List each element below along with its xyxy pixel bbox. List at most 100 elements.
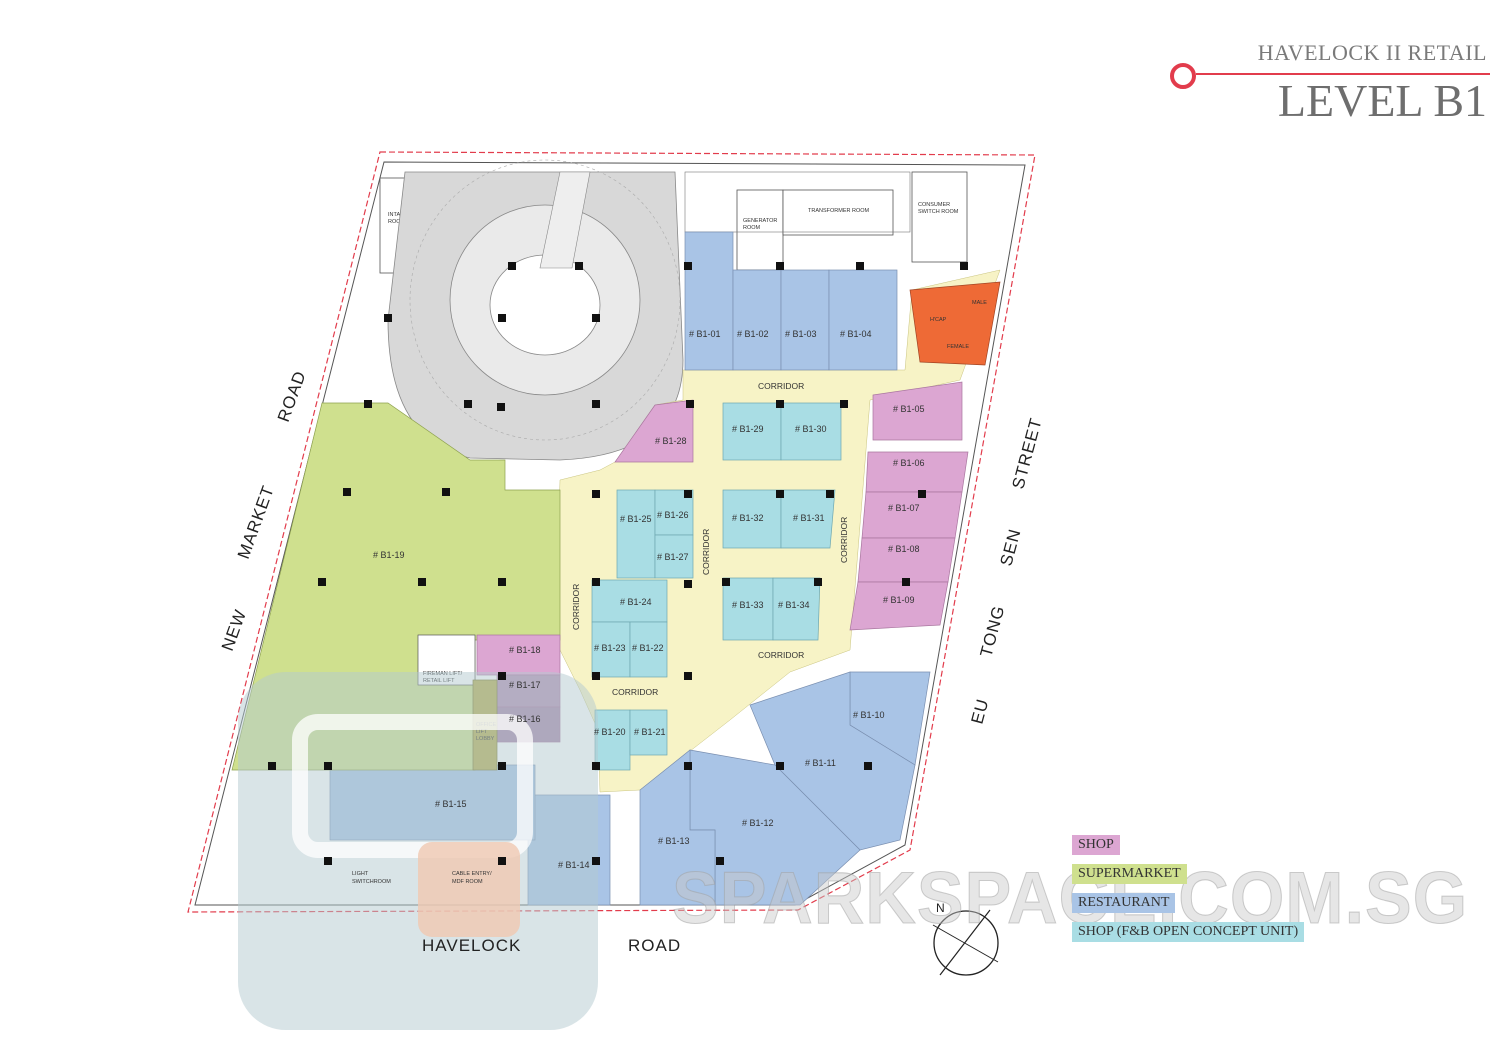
legend-fnb-open-concept: SHOP (F&B OPEN CONCEPT UNIT) [1072,922,1305,942]
unit-b1-25 [616,489,656,579]
unit-b1-24 [591,579,668,623]
street-eu: EU [968,696,993,726]
unit-b1-05 [872,381,963,441]
car-park-ramp [387,159,684,461]
unit-b1-09 [849,581,949,631]
unit-b1-23 [591,621,631,678]
male-toilet-label: MALE [972,300,987,306]
light-switchroom-label: LIGHT [352,871,369,877]
corridor-label-middle: CORRIDOR [758,650,804,660]
unit-b1-33 [722,577,774,641]
unit-label-b1-17: # B1-17 [509,680,541,690]
unit-b1-27 [654,534,694,579]
unit-b1-18 [476,634,561,676]
unit-label-b1-24: # B1-24 [620,597,652,607]
unit-b1-21 [629,709,668,756]
unit-b1-34 [772,577,821,641]
street-market: MARKET [234,483,278,562]
watermark: SPARKSPACE.COM.SG [671,857,1469,940]
unit-label-b1-23: # B1-23 [594,643,626,653]
unit-b1-20 [594,709,631,771]
compass-rose: N [932,901,999,976]
unit-label-b1-26: # B1-26 [657,510,689,520]
unit-label-b1-03: # B1-03 [785,329,817,339]
unit-label-b1-02: # B1-02 [737,329,769,339]
consumer-label: CONSUMER [918,202,950,208]
unit-label-b1-06: # B1-06 [893,458,925,468]
street-havelock: HAVELOCK [422,936,521,955]
light-switchroom-label-2: SWITCHROOM [352,879,391,885]
consumer-label-2: SWITCH ROOM [918,209,959,215]
unit-b1-01 [684,231,734,371]
unit-label-b1-34: # B1-34 [778,600,810,610]
unit-b1-32 [722,489,782,549]
service-area [684,171,911,233]
highlight-route [292,714,533,858]
unit-b1-28 [614,399,694,463]
cable-entry-label: CABLE ENTRY/ [452,871,492,877]
unit-b1-22 [629,621,668,678]
unit-label-b1-04: # B1-04 [840,329,872,339]
unit-label-b1-27: # B1-27 [657,552,689,562]
unit-label-b1-12: # B1-12 [742,818,774,828]
corridor-label-top: CORRIDOR [758,381,804,391]
unit-label-b1-01: # B1-01 [689,329,721,339]
corridor-label-bottom: CORRIDOR [612,687,658,697]
legend: SHOP SUPERMARKET RESTAURANT SHOP (F&B OP… [1072,835,1305,951]
unit-label-b1-33: # B1-33 [732,600,764,610]
unit-label-b1-21: # B1-21 [634,727,666,737]
transformer-label: TRANSFORMER ROOM [808,208,870,214]
unit-b1-03 [780,269,830,371]
unit-label-b1-14: # B1-14 [558,860,590,870]
unit-label-b1-07: # B1-07 [888,503,920,513]
generator-label-2: ROOM [743,225,761,231]
unit-b1-30 [780,402,842,461]
unit-b1-29 [722,402,782,461]
unit-label-b1-25: # B1-25 [620,514,652,524]
unit-b1-13 [639,749,716,906]
corridor-label-center: CORRIDOR [701,529,711,575]
consumer-switch-room [911,171,968,263]
unit-label-b1-22: # B1-22 [632,643,664,653]
legend-shop: SHOP [1072,835,1120,855]
transformer-room [782,189,894,236]
cable-entry-label-2: MDF ROOM [452,879,483,885]
unit-b1-02 [732,269,782,371]
unit-label-b1-31: # B1-31 [793,513,825,523]
street-road-left: ROAD [274,368,310,424]
legend-restaurant: RESTAURANT [1072,893,1176,913]
unit-label-b1-28: # B1-28 [655,436,687,446]
street-street: STREET [1009,416,1046,491]
title-accent-line [1170,63,1490,89]
unit-b1-31 [780,489,836,549]
plan-title: LEVEL B1 [1277,75,1487,126]
title-block: HAVELOCK II RETAIL LEVEL B1 [1258,40,1487,127]
unit-label-b1-30: # B1-30 [795,424,827,434]
unit-label-b1-09: # B1-09 [883,595,915,605]
unit-label-b1-15: # B1-15 [435,799,467,809]
unit-label-b1-20: # B1-20 [594,727,626,737]
unit-label-b1-16: # B1-16 [509,714,541,724]
unit-b1-07 [861,491,963,539]
unit-label-b1-10: # B1-10 [853,710,885,720]
unit-label-b1-19: # B1-19 [373,550,405,560]
toilets [909,281,1001,366]
generator-label: GENERATOR [743,218,777,224]
corridor-label-right: CORRIDOR [839,517,849,563]
unit-label-b1-05: # B1-05 [893,404,925,414]
cable-entry-room [418,842,520,937]
structural-columns [268,262,968,865]
unit-label-b1-29: # B1-29 [732,424,764,434]
street-road-bottom: ROAD [628,936,681,955]
corridor-label-left: CORRIDOR [571,584,581,630]
street-sen: SEN [997,526,1025,568]
unit-label-b1-18: # B1-18 [509,645,541,655]
street-new: NEW [218,607,250,654]
female-toilet-label: FEMALE [947,344,969,350]
street-tong: TONG [977,603,1009,659]
building-outline [194,161,1026,906]
unit-b1-04 [828,269,898,371]
unit-label-b1-13: # B1-13 [658,836,690,846]
hcap-toilet-label: H'CAP [930,317,947,323]
